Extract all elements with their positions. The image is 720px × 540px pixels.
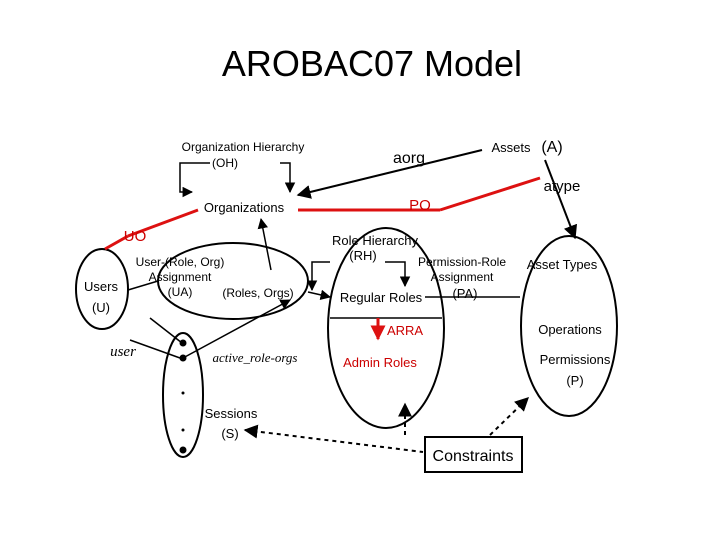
organizations-label: Organizations [204, 200, 285, 215]
rh-edge-left [306, 261, 330, 292]
roles-orgs-to-org-edge [257, 217, 272, 271]
session-dot [179, 339, 187, 347]
uo-label: UO [124, 228, 147, 245]
constraints-box [424, 436, 523, 473]
pa-line2-label: Assignment [431, 270, 494, 284]
operations-label: Operations [538, 322, 602, 337]
rh-edge-right [385, 261, 411, 288]
roles-orgs-label: (Roles, Orgs) [222, 286, 293, 300]
users-abbr-label: (U) [92, 300, 110, 315]
ua-line1-label: User-(Role, Org) [136, 255, 225, 269]
session-dot [179, 446, 187, 454]
session-dot [181, 391, 185, 395]
active-role-orgs-label: active_role-orgs [213, 350, 298, 365]
regular-roles-label: Regular Roles [340, 290, 423, 305]
org-hierarchy-label: Organization Hierarchy [182, 140, 305, 154]
constraint-permissions-edge [489, 397, 530, 436]
roles-ellipse [327, 227, 445, 429]
permissions-label: Permissions [540, 352, 611, 367]
user-label: user [110, 344, 136, 360]
arra-label: ARRA [387, 323, 423, 338]
rh-label: (RH) [349, 248, 376, 263]
ua-roles-edge [307, 289, 332, 301]
diagram-title: AROBAC07 Model [222, 43, 522, 84]
atype-edge [544, 159, 578, 240]
oh-label: (OH) [212, 156, 238, 170]
aorg-edge [296, 149, 483, 199]
assets-abbr-label: (A) [541, 139, 562, 156]
asset-types-label: Asset Types [527, 257, 598, 272]
sessions-ellipse [162, 332, 204, 458]
po-edge-assets [439, 176, 541, 212]
permissions-abbr-label: (P) [566, 373, 583, 388]
ua-abbr-label: (UA) [168, 285, 193, 299]
uo-edge-users [104, 234, 129, 251]
pa-line1-label: Permission-Role [418, 255, 506, 269]
po-label: PO [409, 197, 431, 214]
pa-abbr-label: (PA) [452, 286, 477, 301]
sessions-label: Sessions [205, 406, 258, 421]
admin-roles-label: Admin Roles [343, 355, 417, 370]
users-label: Users [84, 279, 118, 294]
users-ellipse [75, 248, 129, 330]
atype-label: atype [544, 178, 581, 195]
user-session-edge [129, 339, 181, 359]
oh-edge-left [179, 162, 210, 198]
constraints-label: Constraints [433, 448, 514, 465]
role-hierarchy-label: Role Hierarchy [332, 233, 418, 248]
users-ua-edge [127, 280, 159, 291]
uo-edge-org [127, 208, 199, 238]
ua-line2-label: Assignment [149, 270, 212, 284]
aorg-label: aorg [393, 150, 425, 167]
users-session-edge [149, 317, 183, 344]
constraint-sessions-edge [243, 424, 424, 453]
active-role-orgs-edge [182, 299, 291, 359]
session-dot [181, 428, 185, 432]
assets-label: Assets [491, 140, 531, 155]
oh-edge-right [280, 162, 296, 194]
sessions-abbr-label: (S) [221, 426, 238, 441]
